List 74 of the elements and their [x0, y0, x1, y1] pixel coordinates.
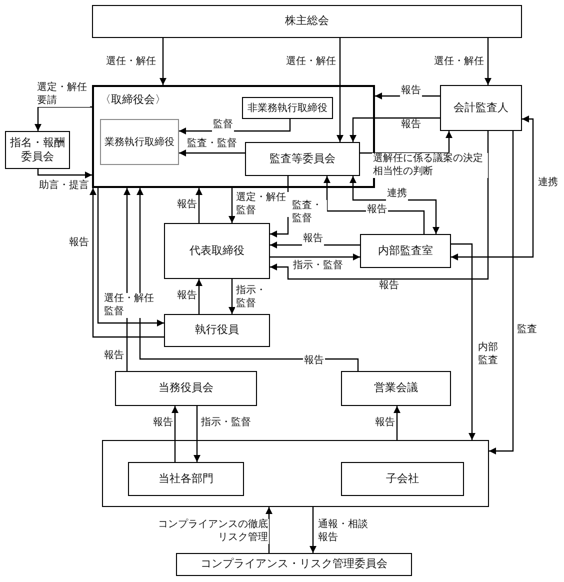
- edge-label: 連携: [537, 177, 559, 190]
- org-box: 執行役員: [164, 314, 270, 347]
- arrow: [451, 243, 476, 440]
- arrow: [196, 279, 202, 314]
- arrow: [136, 188, 359, 371]
- edge-label: 指示・監督: [200, 417, 252, 430]
- group-box: [102, 440, 489, 507]
- edge-label: 報告: [378, 280, 400, 292]
- group-box: [92, 85, 375, 188]
- edge-label: 監査・監督: [291, 200, 327, 225]
- edge-label: 報告: [303, 355, 325, 368]
- arrow: [270, 131, 489, 280]
- arrow: [270, 254, 360, 260]
- arrow: [270, 242, 360, 248]
- edge-label: 監督: [212, 119, 234, 132]
- org-box: 株主総会: [92, 5, 522, 38]
- edge-label: 報告: [176, 199, 198, 212]
- arrow: [179, 150, 245, 156]
- edge-label: 報告: [176, 290, 198, 302]
- arrow: [266, 507, 272, 553]
- edge-label: 選定・解任要請: [36, 82, 90, 107]
- arrow: [451, 116, 534, 260]
- arrow: [350, 117, 440, 142]
- edge-label: 報告: [366, 204, 388, 216]
- edge-label: 選任・解任: [433, 56, 485, 68]
- arrow: [160, 38, 166, 85]
- org-box: コンプライアンス・リスク管理委員会: [176, 553, 412, 576]
- edge-label: 報告: [68, 237, 90, 250]
- arrow: [350, 176, 440, 234]
- arrow: [228, 279, 236, 314]
- arrow: [90, 188, 164, 338]
- org-box: 非業務執行取締役: [242, 97, 333, 119]
- org-box: 会計監査人: [440, 85, 522, 131]
- edge-label: 監査: [516, 324, 538, 336]
- arrow: [37, 169, 92, 178]
- box-heading: 〈取締役会〉: [100, 93, 166, 108]
- arrow: [172, 406, 178, 462]
- arrow: [484, 38, 492, 85]
- edge-label: 報告: [103, 350, 125, 362]
- arrow: [196, 188, 202, 223]
- edge-label: 報告: [400, 119, 422, 132]
- edge-label: 監査・監督: [186, 138, 238, 150]
- edge-label: 報告: [302, 233, 324, 246]
- org-box: 内部監査室: [360, 234, 451, 268]
- arrow: [34, 106, 92, 131]
- arrow: [324, 176, 425, 234]
- arrow: [360, 131, 452, 154]
- org-box: 業務執行取締役: [100, 119, 179, 165]
- edge-label: 選任・解任: [285, 56, 337, 68]
- arrow: [194, 406, 200, 462]
- org-box: 当務役員会: [115, 371, 257, 406]
- edge-label: 助言・提言: [38, 180, 90, 192]
- edge-label: 選定・解任監督: [235, 192, 291, 217]
- edge-label: 指示・監督: [292, 260, 344, 272]
- org-box: 監査等委員会: [245, 142, 360, 176]
- edge-label: 選解任に係る議案の決定相当性の判断: [372, 153, 488, 178]
- arrow: [179, 119, 291, 134]
- edge-label: 報告: [400, 85, 422, 98]
- arrow: [394, 406, 400, 440]
- edge-label: 報告: [152, 417, 174, 430]
- arrow: [489, 131, 514, 454]
- org-box: 指名・報酬委員会: [5, 131, 70, 169]
- arrow: [310, 507, 316, 553]
- edge-label: 選任・解任: [105, 56, 157, 68]
- org-box: 当社各部門: [128, 462, 244, 496]
- edge-label: 連携: [386, 188, 408, 200]
- arrow: [375, 92, 440, 100]
- arrow: [336, 38, 344, 142]
- org-box: 代表取締役: [164, 223, 270, 279]
- arrow: [97, 188, 164, 326]
- org-box: 子会社: [341, 462, 464, 496]
- arrow: [228, 188, 236, 223]
- edge-label: 報告: [374, 417, 396, 430]
- org-box: 営業会議: [341, 371, 451, 406]
